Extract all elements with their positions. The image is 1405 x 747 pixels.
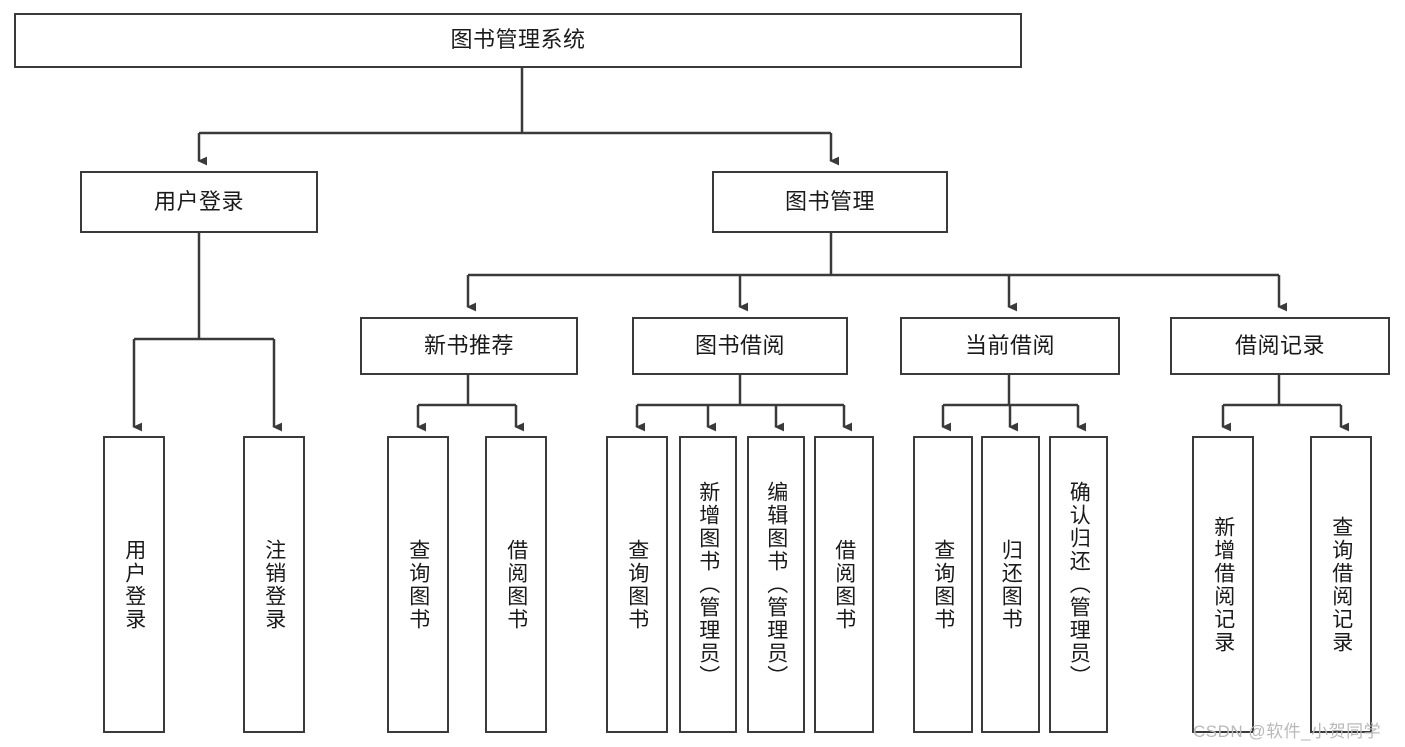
- node-new-book-recommend[interactable]: 新书推荐: [360, 317, 578, 375]
- node-label-leaf-query-book-3: 查询图书: [931, 538, 955, 631]
- node-label-current-borrow: 当前借阅: [964, 332, 1055, 358]
- node-label-leaf-edit-book: 编辑图书（管理员）: [764, 481, 788, 688]
- node-label-leaf-query-record: 查询借阅记录: [1329, 515, 1353, 654]
- node-user-login[interactable]: 用户登录: [80, 171, 318, 233]
- node-label-root: 图书管理系统: [450, 27, 586, 53]
- node-label-book-borrow: 图书借阅: [694, 332, 785, 358]
- node-leaf-query-book-3[interactable]: 查询图书: [913, 436, 973, 733]
- node-borrow-record[interactable]: 借阅记录: [1170, 317, 1390, 375]
- connector-lines: [132, 68, 1349, 432]
- node-leaf-add-book[interactable]: 新增图书（管理员）: [679, 436, 737, 733]
- node-leaf-user-logout[interactable]: 注销登录: [243, 436, 305, 733]
- node-root[interactable]: 图书管理系统: [14, 13, 1022, 68]
- node-leaf-user-login[interactable]: 用户登录: [103, 436, 165, 733]
- node-label-leaf-borrow-book-1: 借阅图书: [504, 538, 528, 631]
- node-leaf-borrow-book-1[interactable]: 借阅图书: [485, 436, 547, 733]
- node-leaf-edit-book[interactable]: 编辑图书（管理员）: [747, 436, 805, 733]
- node-label-book-manage: 图书管理: [784, 188, 875, 214]
- node-label-leaf-borrow-book-2: 借阅图书: [832, 538, 856, 631]
- node-label-leaf-query-book-1: 查询图书: [406, 538, 430, 631]
- node-leaf-query-record[interactable]: 查询借阅记录: [1310, 436, 1372, 733]
- node-leaf-return-book[interactable]: 归还图书: [981, 436, 1040, 733]
- node-label-leaf-query-book-2: 查询图书: [625, 538, 649, 631]
- node-current-borrow[interactable]: 当前借阅: [900, 317, 1120, 375]
- node-label-borrow-record: 借阅记录: [1234, 332, 1325, 358]
- node-label-leaf-user-login: 用户登录: [122, 538, 146, 631]
- node-leaf-borrow-book-2[interactable]: 借阅图书: [814, 436, 874, 733]
- node-label-leaf-add-record: 新增借阅记录: [1211, 515, 1235, 654]
- node-book-borrow[interactable]: 图书借阅: [632, 317, 848, 375]
- node-label-leaf-return-book: 归还图书: [999, 538, 1023, 631]
- node-leaf-add-record[interactable]: 新增借阅记录: [1192, 436, 1254, 733]
- node-label-user-login: 用户登录: [153, 188, 244, 214]
- node-book-manage[interactable]: 图书管理: [712, 171, 948, 233]
- node-leaf-query-book-1[interactable]: 查询图书: [387, 436, 449, 733]
- csdn-watermark: CSDN @软件_小贺同学: [1193, 722, 1382, 741]
- node-label-leaf-confirm-return: 确认归还（管理员）: [1067, 481, 1091, 688]
- node-leaf-confirm-return[interactable]: 确认归还（管理员）: [1049, 436, 1108, 733]
- node-label-leaf-add-book: 新增图书（管理员）: [696, 481, 720, 688]
- node-label-leaf-user-logout: 注销登录: [262, 538, 286, 631]
- node-label-new-book-recommend: 新书推荐: [423, 332, 514, 358]
- node-leaf-query-book-2[interactable]: 查询图书: [606, 436, 668, 733]
